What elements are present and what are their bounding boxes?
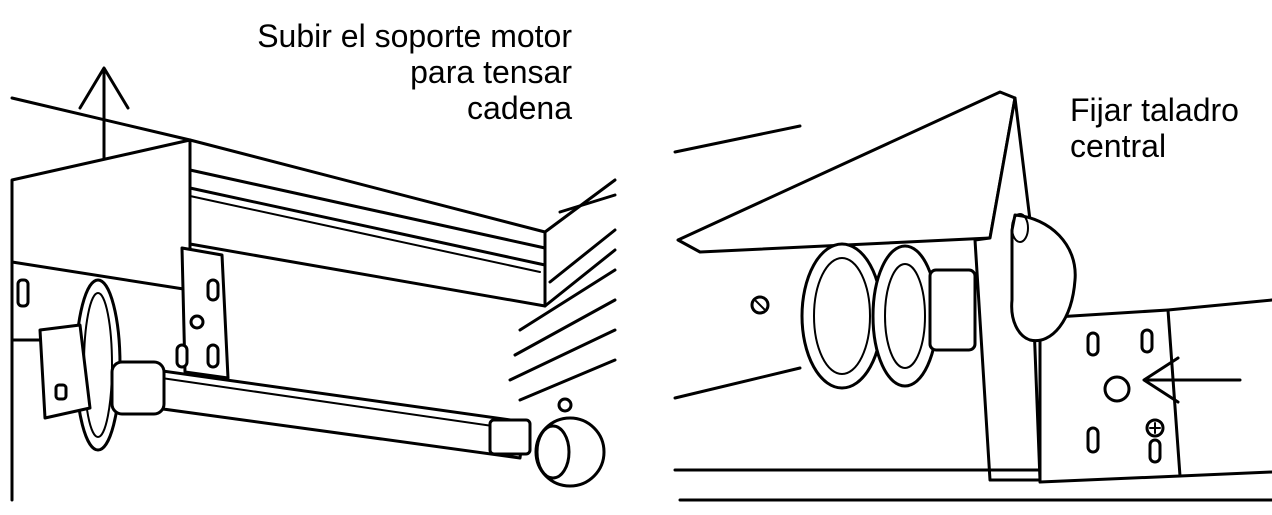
- motor-tube: [38, 323, 532, 460]
- wall-plate-holes: [1086, 328, 1165, 464]
- left-caption-line-1: Subir el soporte motor: [257, 18, 572, 54]
- rail-mid-left: [673, 366, 802, 400]
- bracket-top-plate: [676, 90, 1017, 254]
- rail-right-top: [1166, 298, 1272, 312]
- end-plate: [38, 323, 92, 420]
- shutter-slats: [508, 178, 617, 402]
- end-cap-wheel: [534, 397, 606, 488]
- mounting-bracket: [175, 246, 230, 380]
- arrow-left-icon: [1142, 356, 1242, 404]
- motor-collar: [110, 360, 166, 416]
- guide-rail: [188, 138, 547, 308]
- rail-right-bottom: [1178, 470, 1272, 478]
- motor-drum: [800, 242, 977, 390]
- rail-top-line: [10, 96, 192, 142]
- right-panel-bracket-assembly: [673, 90, 1272, 502]
- left-caption-line-2: para tensar: [410, 54, 572, 90]
- rail-top-left: [673, 124, 802, 154]
- arrow-up-icon: [78, 66, 130, 162]
- right-caption: Fijar taladro central: [1070, 92, 1239, 164]
- left-caption: Subir el soporte motor para tensar caden…: [257, 18, 572, 126]
- motor-end-knob: [1010, 213, 1077, 343]
- motor-housing: [10, 138, 192, 292]
- left-caption-line-3: cadena: [467, 90, 572, 126]
- left-panel-motor-assembly: [10, 66, 617, 502]
- right-caption-line-2: central: [1070, 128, 1167, 164]
- right-caption-line-1: Fijar taladro: [1070, 92, 1239, 128]
- center-hole: [1103, 375, 1131, 403]
